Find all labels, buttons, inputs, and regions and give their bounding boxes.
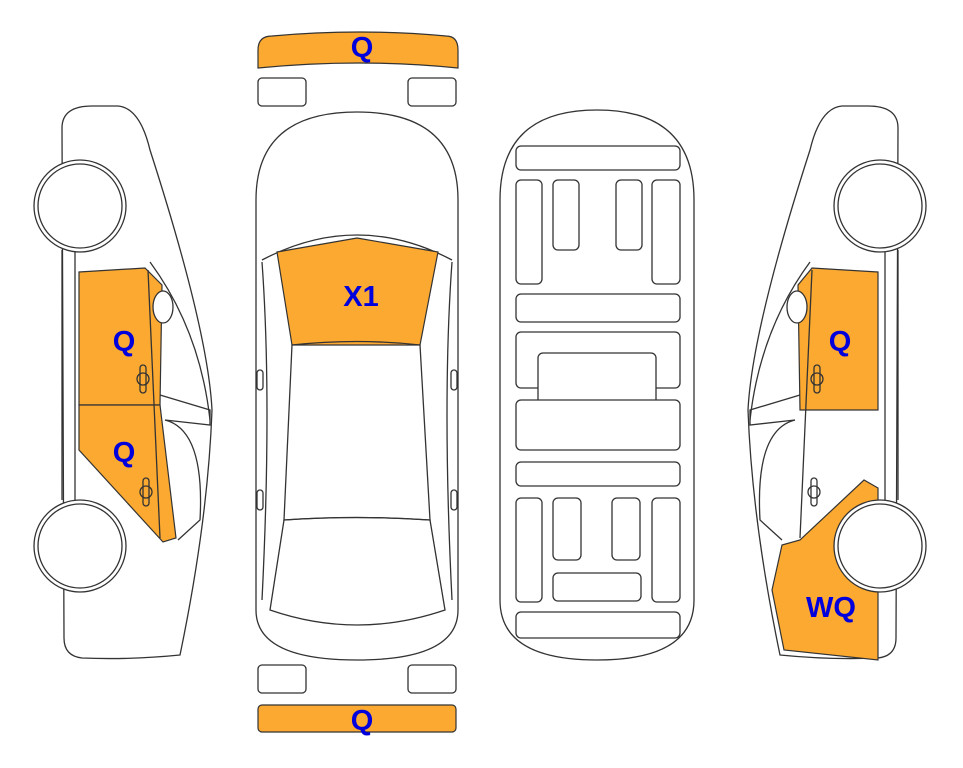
windshield-label: X1 [343,281,378,313]
right-side-view [747,105,927,661]
right-front-door-label: Q [829,326,852,358]
left-front-door-label: Q [113,326,136,358]
left-front-wheel [37,163,123,249]
front-bumper-label: Q [351,32,374,64]
right-rear-fender-label: WQ [806,592,856,624]
top-view [255,31,459,733]
rear-bumper-label: Q [351,705,374,737]
left-rear-door-label: Q [113,437,136,469]
underbody-view [499,109,695,661]
left-front-door-damage[interactable] [78,267,163,406]
left-front-door-handle [136,364,150,394]
left-side-view [33,105,213,660]
left-mirror [152,290,174,324]
front-bumper-damage[interactable] [257,31,459,69]
left-rear-wheel [37,503,123,589]
left-rear-door-handle [139,477,153,507]
right-front-door-damage[interactable] [797,267,879,411]
left-rear-door-damage[interactable] [78,404,177,543]
windshield-damage[interactable] [276,237,439,346]
rear-bumper-damage[interactable] [257,704,457,733]
top-body-outline [255,111,459,661]
